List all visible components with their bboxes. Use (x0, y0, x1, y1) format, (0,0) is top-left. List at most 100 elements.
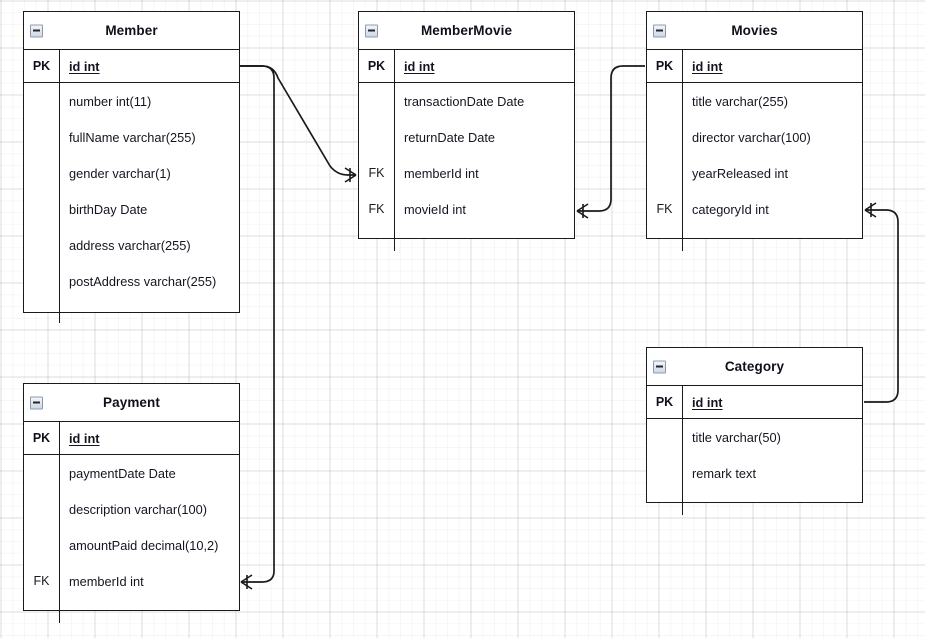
field-row-empty (359, 227, 574, 251)
crowsfoot-membermovie-movieid (576, 203, 589, 219)
field-name: postAddress varchar(255) (69, 273, 217, 289)
field-name: paymentDate Date (69, 465, 176, 481)
key-label: FK (647, 191, 683, 227)
key-label: PK (647, 386, 683, 418)
key-label (24, 119, 60, 155)
entity-membermovie-title: MemberMovie (420, 23, 513, 38)
field-row[interactable]: fullName varchar(255) (24, 119, 239, 155)
key-label (24, 83, 60, 119)
key-label (647, 155, 683, 191)
key-label (359, 119, 395, 155)
field-name: number int(11) (69, 93, 152, 109)
entity-member-title: Member (105, 23, 158, 38)
field-row[interactable]: remark text (647, 455, 862, 491)
entity-category-fields: PK id int title varchar(50) remark text (647, 386, 862, 515)
key-label-empty (24, 299, 60, 323)
key-label-empty (359, 227, 395, 251)
key-label (24, 155, 60, 191)
key-label (647, 455, 683, 491)
key-label: FK (359, 191, 395, 227)
field-name: id int (395, 50, 574, 82)
key-label (24, 491, 60, 527)
minus-icon[interactable] (30, 24, 43, 37)
field-name: id int (60, 50, 239, 82)
field-name: fullName varchar(255) (69, 129, 196, 145)
field-name-text: id int (69, 58, 100, 74)
field-row-empty (647, 227, 862, 251)
entity-membermovie-header: MemberMovie (359, 12, 574, 50)
entity-member[interactable]: Member PK id int number int(11) fullName… (23, 11, 240, 323)
entity-membermovie[interactable]: MemberMovie PK id int transactionDate Da… (358, 11, 575, 251)
key-label (24, 227, 60, 263)
key-label (647, 419, 683, 455)
field-name-text: id int (69, 430, 100, 446)
entity-payment-title: Payment (103, 395, 160, 410)
field-row-fk[interactable]: FK memberId int (359, 155, 574, 191)
field-row[interactable]: description varchar(100) (24, 491, 239, 527)
field-name-text: id int (692, 58, 723, 74)
field-row[interactable]: returnDate Date (359, 119, 574, 155)
field-row[interactable]: title varchar(255) (647, 83, 862, 119)
crowsfoot-payment-memberid (240, 574, 253, 590)
field-name-empty (395, 227, 574, 251)
field-name: transactionDate Date (404, 93, 525, 109)
field-row[interactable]: postAddress varchar(255) (24, 263, 239, 299)
field-row[interactable]: title varchar(50) (647, 419, 862, 455)
minus-icon[interactable] (653, 24, 666, 37)
field-row[interactable]: amountPaid decimal(10,2) (24, 527, 239, 563)
field-row-empty (24, 599, 239, 623)
field-row[interactable]: yearReleased int (647, 155, 862, 191)
field-row[interactable]: gender varchar(1) (24, 155, 239, 191)
entity-movies-fields: PK id int title varchar(255) director va… (647, 50, 862, 251)
key-label: FK (24, 563, 60, 599)
field-name: categoryId int (692, 201, 769, 217)
field-name: returnDate Date (404, 129, 496, 145)
field-name: address varchar(255) (69, 237, 191, 253)
field-name-text: id int (404, 58, 435, 74)
key-label: PK (24, 422, 60, 454)
field-name: memberId int (69, 573, 144, 589)
field-name-empty (60, 299, 239, 323)
entity-category[interactable]: Category PK id int title varchar(50) rem… (646, 347, 863, 515)
key-label-empty (647, 227, 683, 251)
entity-payment-header: Payment (24, 384, 239, 422)
crowsfoot-movies-categoryid (864, 202, 877, 218)
field-row[interactable]: birthDay Date (24, 191, 239, 227)
field-name: director varchar(100) (692, 129, 811, 145)
minus-icon[interactable] (365, 24, 378, 37)
field-row[interactable]: director varchar(100) (647, 119, 862, 155)
field-row[interactable]: address varchar(255) (24, 227, 239, 263)
key-label (359, 83, 395, 119)
entity-movies[interactable]: Movies PK id int title varchar(255) dire… (646, 11, 863, 251)
field-row-pk[interactable]: PK id int (647, 50, 862, 83)
field-row[interactable]: number int(11) (24, 83, 239, 119)
field-name-empty (683, 491, 862, 515)
edge-member-membermovie (240, 65, 356, 176)
field-row-pk[interactable]: PK id int (24, 50, 239, 83)
field-row[interactable]: paymentDate Date (24, 455, 239, 491)
field-row-pk[interactable]: PK id int (24, 422, 239, 455)
field-name: movieId int (404, 201, 466, 217)
entity-payment[interactable]: Payment PK id int paymentDate Date descr… (23, 383, 240, 623)
field-row-pk[interactable]: PK id int (647, 386, 862, 419)
field-row-pk[interactable]: PK id int (359, 50, 574, 83)
key-label (24, 455, 60, 491)
field-row[interactable]: transactionDate Date (359, 83, 574, 119)
edge-member-payment (240, 65, 275, 583)
minus-icon[interactable] (30, 396, 43, 409)
entity-category-title: Category (724, 359, 785, 374)
field-name: description varchar(100) (69, 501, 207, 517)
key-label: FK (359, 155, 395, 191)
minus-icon[interactable] (653, 360, 666, 373)
field-name: memberId int (404, 165, 479, 181)
key-label: PK (647, 50, 683, 82)
edge-movies-membermovie (578, 65, 645, 212)
key-label: PK (24, 50, 60, 82)
field-name: amountPaid decimal(10,2) (69, 537, 219, 553)
field-row-fk[interactable]: FK memberId int (24, 563, 239, 599)
field-name: title varchar(50) (692, 429, 781, 445)
field-row-fk[interactable]: FK categoryId int (647, 191, 862, 227)
field-row-fk[interactable]: FK movieId int (359, 191, 574, 227)
field-name-empty (683, 227, 862, 251)
